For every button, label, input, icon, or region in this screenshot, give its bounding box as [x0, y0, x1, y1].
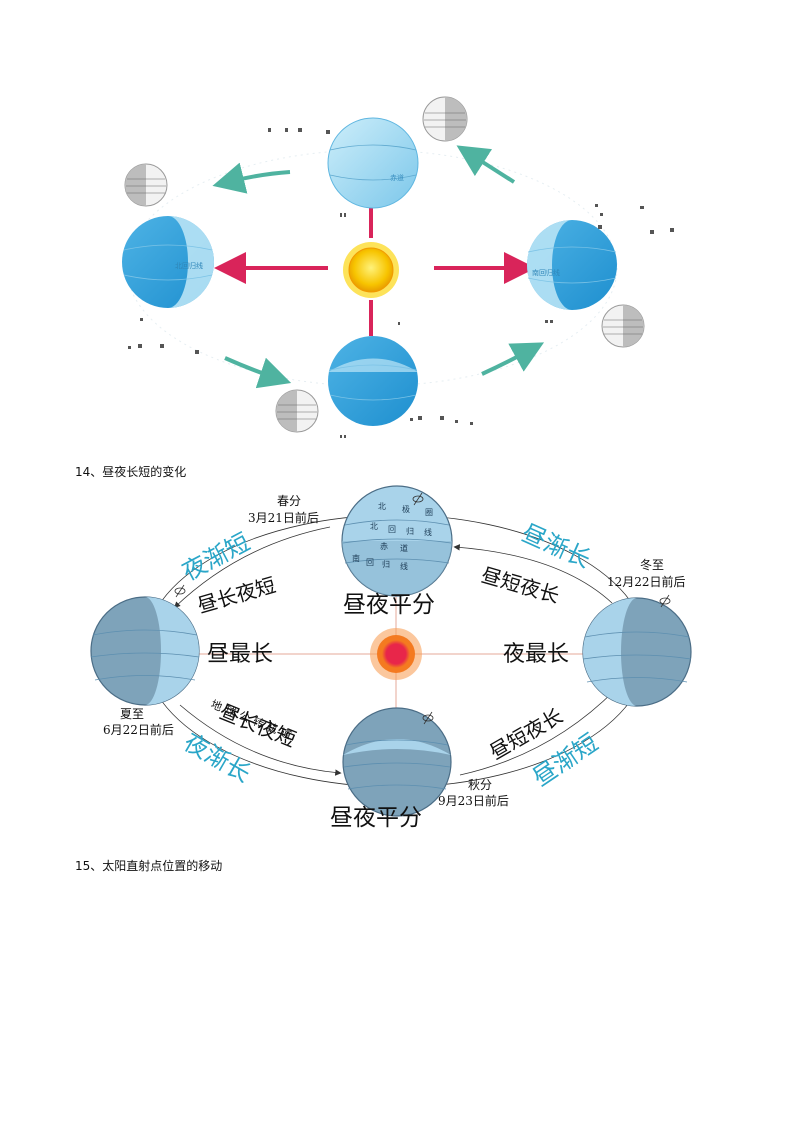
day-short-night-long-top: 昼短夜长	[479, 563, 563, 608]
globe-char: 南	[352, 553, 360, 563]
orbit-arrow-bottom-right	[481, 342, 545, 376]
day-long-night-short-top: 昼长夜短	[195, 573, 279, 618]
globe-char: 极	[402, 504, 410, 514]
orbit-ellipse	[126, 149, 618, 387]
grey-globe-right	[601, 304, 645, 348]
autumn-date: 9月23日前后	[438, 793, 509, 808]
orbit-arrow-topleft	[173, 526, 331, 609]
globe-summer	[90, 596, 200, 706]
globe-char: 北	[378, 502, 386, 511]
globe-char: 北	[370, 522, 378, 531]
faint-marks	[128, 128, 674, 438]
globe-char: 归	[406, 526, 414, 536]
rotation-icons	[174, 492, 671, 725]
sun-red	[370, 628, 422, 680]
equal-top-label: 昼夜平分	[343, 592, 435, 618]
globe-top: 赤道	[327, 117, 419, 209]
globe-char: 回	[366, 558, 374, 567]
night-lengthening-label: 夜渐长	[179, 728, 255, 788]
globe-right: 南回归线	[527, 220, 617, 310]
sun	[343, 242, 399, 298]
summer-date: 6月22日前后	[103, 722, 174, 737]
orbit-arrow-bottomleft	[179, 704, 342, 776]
revolution-diagram: 赤道 北回归线 南回归线	[122, 96, 674, 438]
globe-char: 归	[382, 559, 390, 569]
grey-globe-bottom	[275, 389, 319, 433]
winter-term: 冬至	[640, 557, 664, 572]
globe-char: 线	[424, 527, 432, 537]
season-labels: 春分 3月21日前后 夏至 6月22日前后 秋分 9月23日前后 冬至 12月2…	[103, 494, 686, 808]
globe-spring-chars: 北 极 圈 北 回 归 线 赤 道 南 回 归 线	[352, 502, 433, 571]
autumn-term: 秋分	[468, 778, 492, 792]
orbit-arrow-bottom-left	[224, 356, 292, 389]
globe-char: 圈	[425, 508, 433, 517]
daylength-diagram: 北 极 圈 北 回 归 线 赤 道 南 回 归 线	[90, 485, 692, 831]
section-14-title: 14、昼夜长短的变化	[75, 465, 187, 479]
spring-date: 3月21日前后	[248, 510, 319, 525]
summer-term: 夏至	[120, 707, 144, 721]
night-shortening-label: 夜渐短	[178, 528, 255, 587]
globe-char: 道	[400, 543, 408, 553]
orbit-arrow-bottomright	[459, 688, 617, 776]
globe-spring	[341, 485, 453, 597]
orbit-arrow-top-left	[212, 162, 291, 194]
globe-char: 回	[388, 525, 396, 534]
grey-globe-left	[124, 163, 168, 207]
equal-bottom-label: 昼夜平分	[330, 805, 422, 831]
section-15-title: 15、太阳直射点位置的移动	[75, 859, 223, 873]
globe-char: 赤	[380, 542, 388, 551]
spring-term: 春分	[277, 494, 301, 508]
globe-winter	[582, 597, 692, 707]
tropic-right-label: 南回归线	[532, 268, 560, 277]
globe-autumn	[342, 707, 452, 817]
day-longest-label: 昼最长	[207, 642, 273, 667]
globe-char: 线	[400, 561, 408, 571]
tropic-left-label: 北回归线	[175, 261, 203, 270]
orbit-arrow-top-right	[456, 145, 516, 184]
equator-label: 赤道	[390, 173, 404, 182]
winter-date: 12月22日前后	[607, 574, 686, 589]
globe-bottom	[328, 336, 418, 426]
orbit-arrow-topright	[453, 544, 613, 604]
grey-globe-top-right	[422, 96, 468, 142]
night-longest-label: 夜最长	[503, 642, 569, 667]
globe-left: 北回归线	[122, 216, 214, 308]
day-lengthening-label: 昼渐长	[518, 519, 595, 574]
